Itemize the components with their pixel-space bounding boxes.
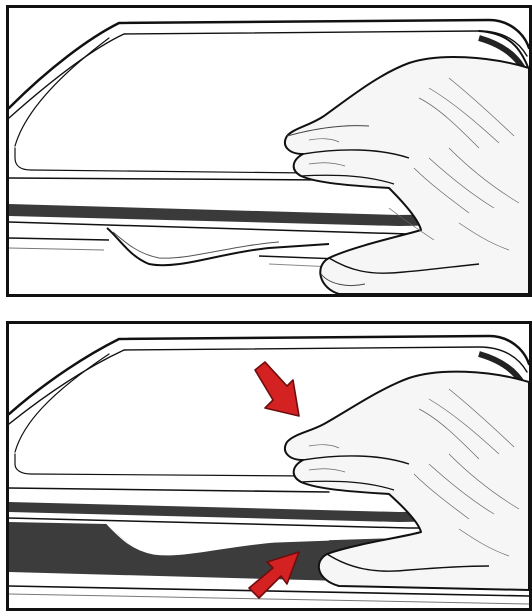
tray-hand-drawing (9, 18, 529, 294)
lid-outline (9, 18, 529, 110)
hand-drawing-pressing (284, 370, 529, 591)
illustration-panel-before (6, 5, 532, 297)
illustration-panel-after (6, 321, 532, 611)
arrow-press-up (248, 551, 300, 599)
tray-handle (106, 227, 330, 267)
arrow-press-down (254, 361, 300, 417)
tray-seam (9, 204, 529, 226)
hand-drawing (284, 55, 529, 294)
tray-hand-arrows-drawing (9, 334, 529, 605)
